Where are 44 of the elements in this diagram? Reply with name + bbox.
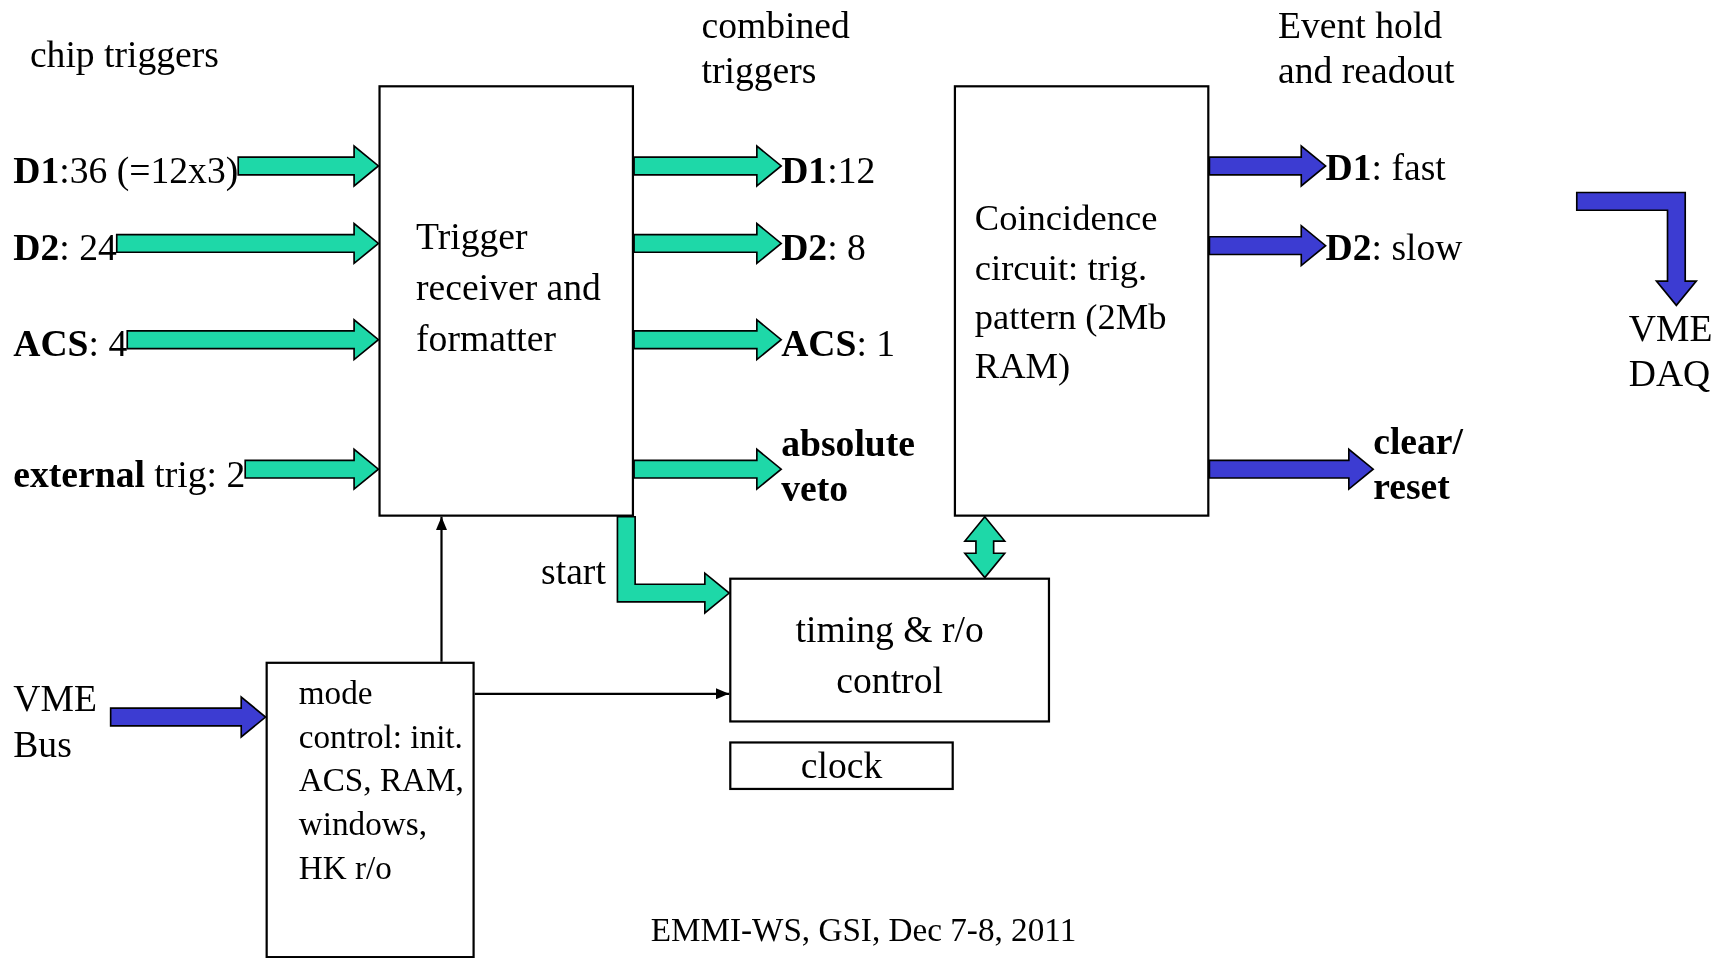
- trigger-count-label: D2: 8: [781, 224, 866, 271]
- footer-text: EMMI-WS, GSI, Dec 7-8, 2011: [650, 909, 1078, 950]
- trigger-count-label: D2: 24: [13, 224, 117, 271]
- block-arrow: [633, 221, 783, 266]
- signal-label: clear/ reset: [1373, 418, 1479, 511]
- block-arrow: [633, 447, 783, 491]
- signal-label: absolute veto: [781, 420, 937, 513]
- block-arrow: [126, 318, 380, 362]
- process-box: [265, 661, 475, 958]
- trigger-count-label: ACS: 4: [13, 320, 128, 367]
- trigger-count-label: external trig: 2: [13, 451, 246, 498]
- readout-label: D2: slow: [1325, 224, 1463, 271]
- column-heading: Event hold and readout: [1278, 3, 1456, 93]
- bus-label: VME Bus: [13, 676, 111, 768]
- box-label: timing & r/o control: [794, 607, 985, 703]
- block-arrow: [109, 695, 267, 739]
- box-label: Coincidence circuit: trig. pattern (2Mb RAM): [974, 197, 1168, 388]
- block-arrow: [963, 515, 1007, 579]
- block-arrow: [1208, 144, 1327, 188]
- column-heading: combined triggers: [701, 3, 851, 93]
- block-arrow: [1208, 223, 1327, 268]
- block-arrow: [616, 515, 731, 615]
- box-label: mode control: init. ACS, RAM, windows, HK r/o: [298, 672, 465, 888]
- process-box: [378, 85, 635, 517]
- block-arrow: [633, 144, 783, 188]
- arrow: [435, 516, 448, 662]
- trigger-count-label: D1:36 (=12x3): [13, 147, 239, 194]
- block-arrow: [633, 318, 783, 362]
- daq-label: VME DAQ: [1628, 305, 1729, 398]
- block-arrow: [244, 447, 380, 491]
- box-label: clock: [799, 743, 884, 788]
- block-arrow: [1208, 447, 1375, 491]
- block-arrow: [115, 221, 380, 266]
- process-box: [729, 741, 954, 791]
- box-label: Trigger receiver and formatter: [416, 214, 602, 361]
- block-arrow: [1575, 191, 1699, 307]
- arrow: [474, 688, 730, 700]
- process-box: [729, 577, 1051, 723]
- process-box: [953, 85, 1210, 517]
- trigger-count-label: D1:12: [781, 147, 876, 194]
- trigger-count-label: ACS: 1: [781, 320, 896, 367]
- column-heading: chip triggers: [29, 33, 220, 78]
- readout-label: D1: fast: [1325, 144, 1446, 191]
- block-arrow: [237, 144, 380, 188]
